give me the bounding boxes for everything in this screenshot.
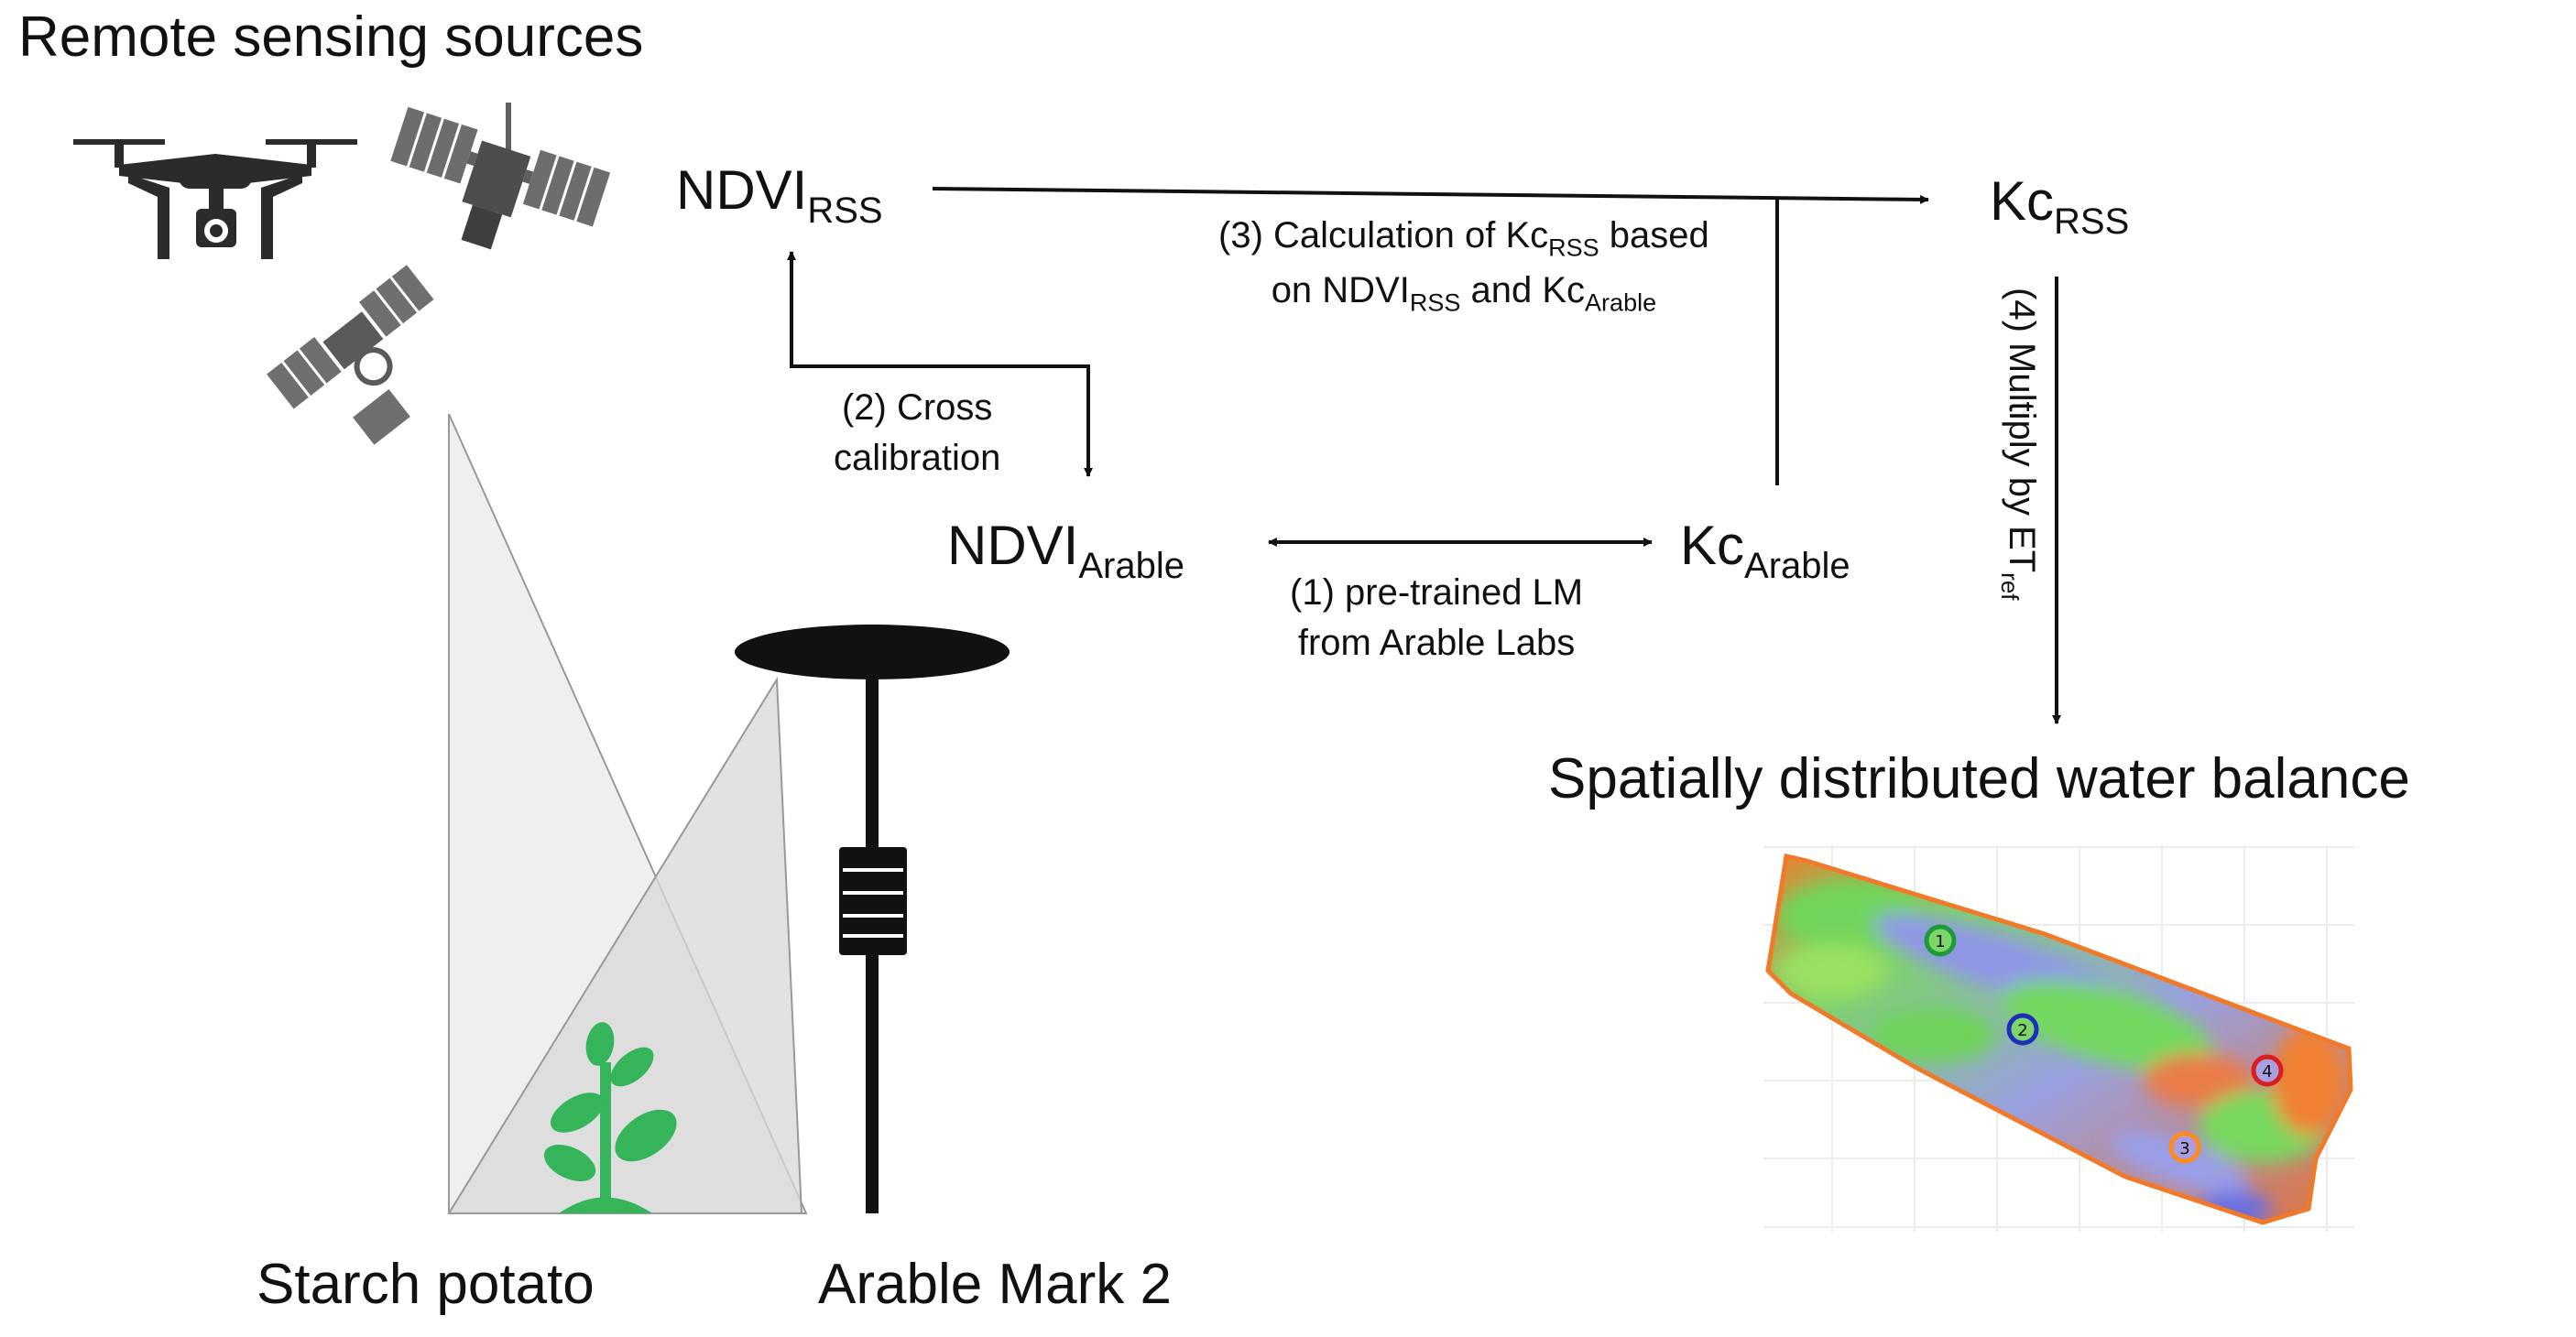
step3-note: (3) Calculation of KcRSS based on NDVIRS…	[1218, 211, 1709, 320]
node-ndvi-rss: NDVIRSS	[676, 163, 883, 232]
arrow-cross-calibration	[787, 251, 1093, 477]
node-kc-rss: KcRSS	[1990, 174, 2130, 243]
step2-note: (2) Cross calibration	[834, 383, 1000, 484]
satellite-icon-lower	[267, 265, 434, 445]
node-kc-arable-base: Kc	[1680, 515, 1745, 576]
node-ndvi-rss-base: NDVI	[676, 159, 808, 221]
node-ndvi-arable-sub: Arable	[1078, 546, 1184, 587]
potato-plant-icon	[543, 1022, 677, 1213]
map-marker-1: 1	[1924, 924, 1957, 957]
output-title: Spatially distributed water balance	[1548, 747, 2410, 810]
step3-line2-mid: and Kc	[1460, 269, 1586, 310]
step3-line1: (3) Calculation of KcRSS based	[1218, 211, 1709, 266]
step3-line2-sub2: Arable	[1585, 288, 1657, 317]
label-arable-mark2: Arable Mark 2	[818, 1253, 1172, 1316]
step3-line1-sub: RSS	[1548, 234, 1599, 262]
node-ndvi-arable-base: NDVI	[947, 515, 1079, 576]
step1-line2: from Arable Labs	[1297, 623, 1576, 664]
step4-sub: ref	[1995, 572, 2024, 601]
drone-icon	[73, 139, 357, 259]
label-starch-potato: Starch potato	[257, 1253, 595, 1316]
step3-line2: on NDVIRSS and KcArable	[1218, 266, 1709, 321]
map-marker-4: 4	[2251, 1054, 2284, 1087]
node-ndvi-rss-sub: RSS	[807, 190, 883, 232]
step2-line1: (2) Cross	[841, 387, 993, 428]
map-marker-1-label: 1	[1935, 932, 1945, 951]
arable-mark2-sensor-icon	[735, 625, 1010, 1213]
satellite-icon	[390, 103, 611, 250]
step4-text: (4) Multiply by ET	[2002, 288, 2042, 573]
step3-line1-post: based	[1599, 215, 1709, 255]
step3-line1-text: (3) Calculation of Kc	[1218, 215, 1549, 255]
step4-note: (4) Multiply by ETref	[1992, 288, 2047, 601]
step3-line2-text: on NDVI	[1271, 269, 1410, 310]
node-kc-arable-sub: Arable	[1744, 546, 1850, 587]
node-kc-rss-sub: RSS	[2054, 201, 2130, 243]
step3-line2-sub1: RSS	[1409, 288, 1461, 317]
arrow-ndvi-rss-to-kc-rss	[932, 187, 1929, 204]
node-ndvi-arable: NDVIArable	[947, 515, 1184, 587]
node-kc-arable: KcArable	[1680, 515, 1850, 587]
map-marker-2-label: 2	[2017, 1021, 2027, 1040]
map-marker-2: 2	[2006, 1013, 2039, 1046]
map-marker-4-label: 4	[2262, 1062, 2272, 1082]
node-kc-rss-base: Kc	[1990, 170, 2055, 232]
step2-line2: calibration	[834, 438, 1001, 479]
water-balance-field-map: 1 2 3 4	[1763, 846, 2354, 1232]
step1-line1: (1) pre-trained LM	[1290, 572, 1584, 613]
step1-note: (1) pre-trained LM from Arable Labs	[1290, 568, 1583, 668]
diagram-title: Remote sensing sources	[18, 5, 644, 69]
connectors	[787, 187, 2061, 724]
map-marker-3: 3	[2168, 1131, 2201, 1164]
map-marker-3-label: 3	[2179, 1139, 2189, 1158]
